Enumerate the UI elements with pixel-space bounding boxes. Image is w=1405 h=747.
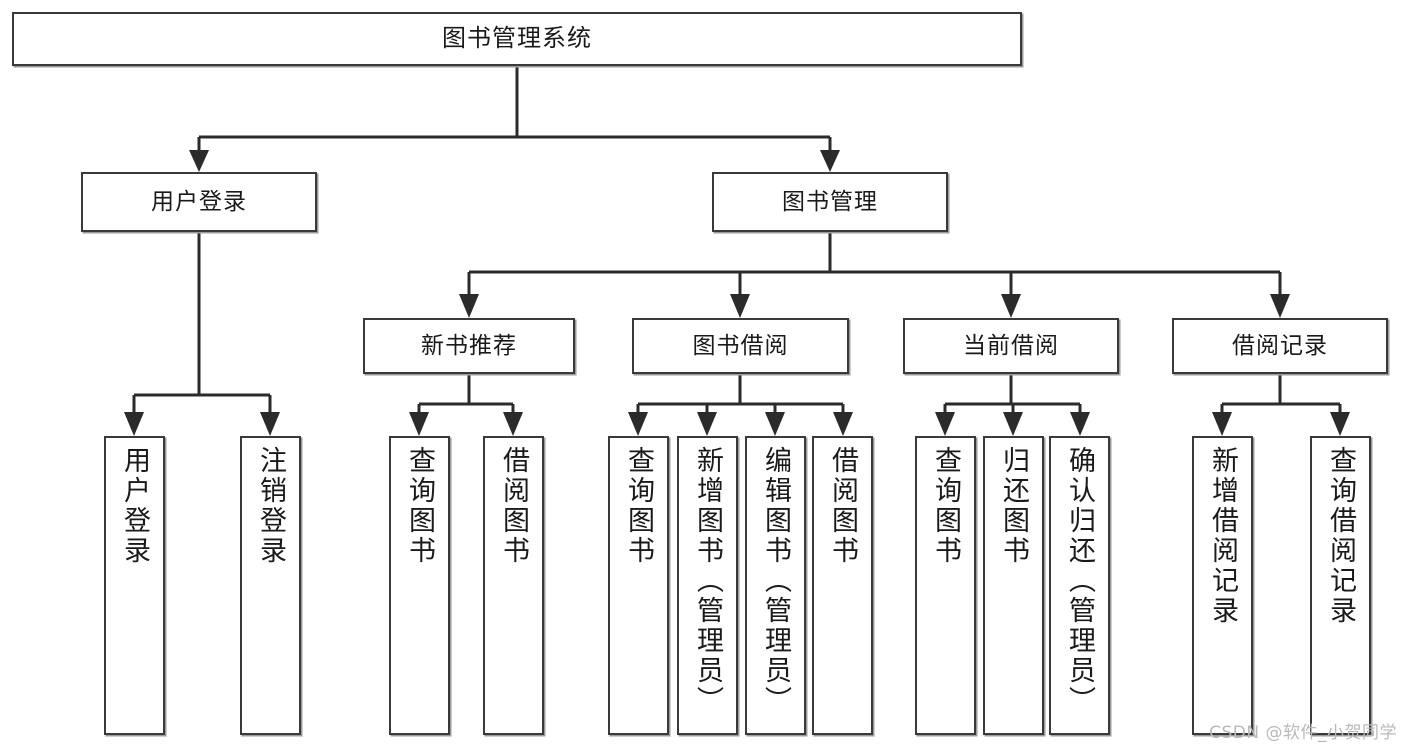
node-leaf-borrow-book-rec-label: 借阅图书 bbox=[498, 446, 529, 566]
connector-new-book-rec-to-leaves bbox=[409, 374, 523, 436]
connector-book-borrow-to-leaves bbox=[628, 374, 853, 436]
node-new-book-rec-label: 新书推荐 bbox=[421, 332, 517, 359]
connector-borrow-record-to-leaves bbox=[1212, 374, 1350, 436]
node-leaf-query-record[interactable]: 查询借阅记录 bbox=[1310, 436, 1371, 735]
node-leaf-borrow-book[interactable]: 借阅图书 bbox=[812, 436, 873, 735]
node-new-book-rec[interactable]: 新书推荐 bbox=[363, 318, 575, 374]
node-leaf-confirm-return[interactable]: 确认归还（管理员） bbox=[1049, 436, 1110, 735]
node-root[interactable]: 图书管理系统 bbox=[12, 12, 1022, 66]
connector-root-to-level2 bbox=[189, 66, 840, 172]
node-borrow-record-label: 借阅记录 bbox=[1232, 332, 1328, 359]
node-leaf-query-book-borrow-label: 查询图书 bbox=[623, 446, 654, 566]
node-leaf-edit-book-label: 编辑图书（管理员） bbox=[760, 446, 791, 716]
node-root-label: 图书管理系统 bbox=[442, 24, 592, 53]
connector-book-manage-to-level3 bbox=[459, 232, 1290, 318]
node-leaf-edit-book[interactable]: 编辑图书（管理员） bbox=[745, 436, 806, 735]
node-leaf-query-book-rec-label: 查询图书 bbox=[404, 446, 435, 566]
node-current-borrow-label: 当前借阅 bbox=[963, 332, 1059, 359]
node-leaf-query-record-label: 查询借阅记录 bbox=[1325, 446, 1356, 626]
node-leaf-add-book-label: 新增图书（管理员） bbox=[692, 446, 723, 716]
node-leaf-user-logout[interactable]: 注销登录 bbox=[240, 436, 301, 735]
node-leaf-borrow-book-label: 借阅图书 bbox=[827, 446, 858, 566]
node-leaf-user-login-label: 用户登录 bbox=[119, 446, 150, 566]
node-leaf-user-login[interactable]: 用户登录 bbox=[104, 436, 165, 735]
node-leaf-add-record[interactable]: 新增借阅记录 bbox=[1192, 436, 1253, 735]
node-book-manage[interactable]: 图书管理 bbox=[712, 172, 948, 232]
node-leaf-query-book-rec[interactable]: 查询图书 bbox=[389, 436, 450, 735]
node-user-login-label: 用户登录 bbox=[151, 188, 247, 215]
connector-current-borrow-to-leaves bbox=[935, 374, 1090, 436]
node-leaf-query-book-current-label: 查询图书 bbox=[930, 446, 961, 566]
node-book-borrow-label: 图书借阅 bbox=[692, 332, 789, 359]
watermark-text: CSDN @软件_小贺同学 bbox=[1209, 723, 1397, 743]
node-book-manage-label: 图书管理 bbox=[782, 188, 878, 215]
node-user-login[interactable]: 用户登录 bbox=[81, 172, 317, 232]
node-borrow-record[interactable]: 借阅记录 bbox=[1172, 318, 1388, 374]
node-leaf-add-record-label: 新增借阅记录 bbox=[1207, 446, 1238, 626]
node-book-borrow[interactable]: 图书借阅 bbox=[632, 318, 849, 374]
node-leaf-query-book-current[interactable]: 查询图书 bbox=[915, 436, 976, 735]
node-leaf-add-book[interactable]: 新增图书（管理员） bbox=[677, 436, 738, 735]
node-leaf-return-book-label: 归还图书 bbox=[998, 446, 1029, 566]
node-leaf-return-book[interactable]: 归还图书 bbox=[983, 436, 1044, 735]
node-leaf-borrow-book-rec[interactable]: 借阅图书 bbox=[483, 436, 544, 735]
node-leaf-confirm-return-label: 确认归还（管理员） bbox=[1064, 446, 1095, 716]
connector-user-login-to-leaves bbox=[124, 232, 280, 436]
node-current-borrow[interactable]: 当前借阅 bbox=[903, 318, 1119, 374]
node-leaf-user-logout-label: 注销登录 bbox=[255, 446, 286, 566]
node-leaf-query-book-borrow[interactable]: 查询图书 bbox=[608, 436, 669, 735]
